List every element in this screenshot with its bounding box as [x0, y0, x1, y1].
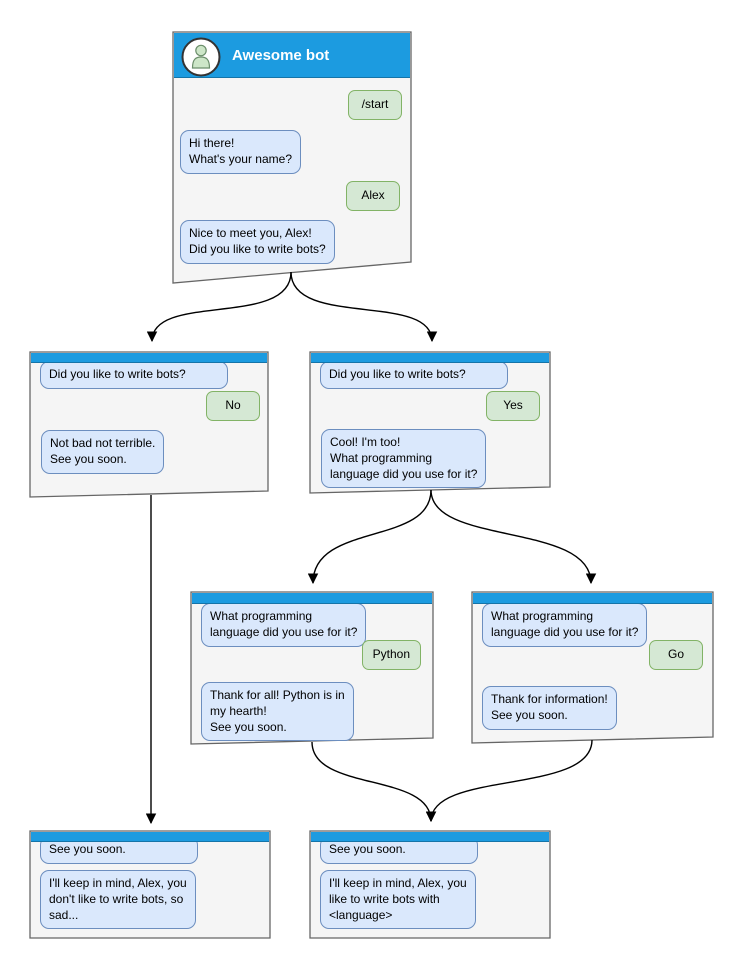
message-bubble-question-language: What programming language did you use fo…: [201, 603, 367, 647]
edge-go-to-end: [425, 739, 593, 823]
message-bubble-thank-for-info: Thank for information! See you soon.: [482, 686, 617, 730]
edge-yes-to-python: [307, 489, 432, 585]
message-bubble-python: Python: [361, 640, 421, 670]
message-bubble-start: /start: [348, 90, 402, 120]
edge-yes-to-go: [430, 489, 597, 585]
edge-root-to-no: [146, 271, 292, 343]
end-yes-window-header: [311, 832, 549, 842]
message-bubble-thank-for-all: Thank for all! Python is in my hearth! S…: [201, 682, 354, 742]
root-window-title: Awesome bot: [232, 47, 330, 64]
message-bubble-keep-in-mind-no: I'll keep in mind, Alex, you don't like …: [40, 870, 196, 930]
message-bubble-keep-in-mind-yes: I'll keep in mind, Alex, you like to wri…: [320, 870, 476, 930]
message-bubble-question-bots: Did you like to write bots?: [320, 361, 508, 389]
branch-go-window-header: [473, 593, 712, 604]
message-bubble-question-bots: Did you like to write bots?: [40, 361, 228, 389]
person-icon: [181, 37, 221, 82]
message-bubble-go: Go: [649, 640, 703, 670]
branch-no-window-header: [31, 353, 267, 363]
branch-yes-window-header: [311, 353, 549, 363]
message-bubble-hi-there: Hi there! What's your name?: [180, 130, 302, 174]
edge-python-to-end: [311, 741, 437, 823]
message-bubble-nice-to-meet: Nice to meet you, Alex! Did you like to …: [180, 220, 335, 264]
branch-python-window-header: [192, 593, 432, 604]
message-bubble-no: No: [206, 391, 260, 421]
end-no-window-header: [31, 832, 269, 842]
connectors: [145, 271, 597, 825]
message-bubble-question-language: What programming language did you use fo…: [482, 603, 648, 647]
edge-root-to-yes: [290, 271, 438, 343]
message-bubble-not-bad: Not bad not terrible. See you soon.: [41, 430, 165, 474]
message-bubble-cool-im-too: Cool! I'm too! What programming language…: [321, 429, 487, 489]
message-bubble-alex: Alex: [346, 181, 400, 211]
message-bubble-yes: Yes: [486, 391, 540, 421]
